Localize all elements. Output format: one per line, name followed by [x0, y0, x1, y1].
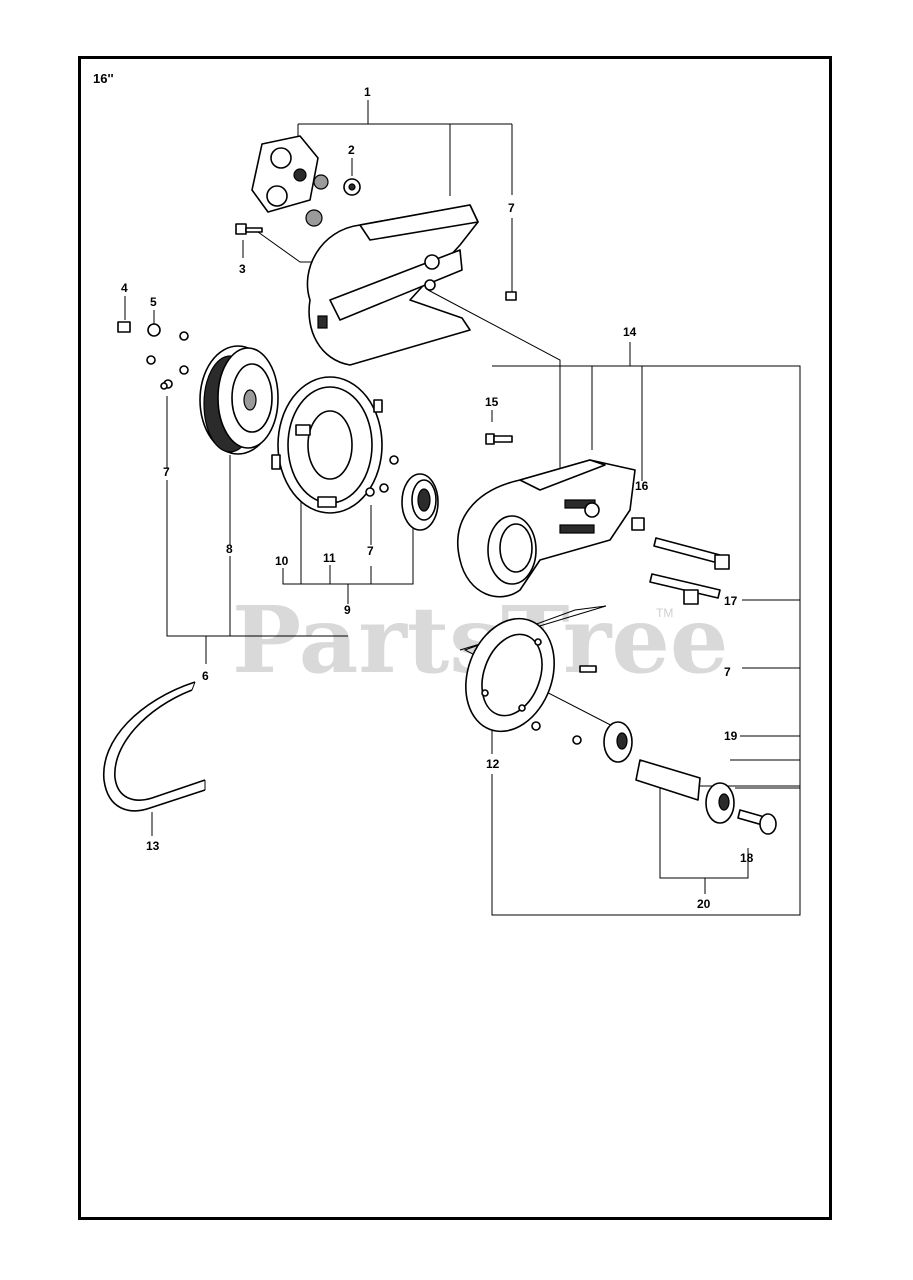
watermark-tm: TM: [656, 606, 673, 620]
tensioner-bolts: [649, 537, 730, 605]
bearing-screws: [365, 455, 399, 497]
callout-20: 20: [697, 897, 711, 911]
shaft-assembly: [603, 721, 777, 835]
diagram-frame: [78, 56, 832, 1220]
screw-3: [235, 223, 263, 235]
callout-11: 11: [323, 551, 336, 565]
callout-7-left: 7: [163, 465, 170, 479]
bearing-plate: [251, 135, 361, 227]
top-housing: [306, 204, 479, 366]
callout-15: 15: [485, 395, 499, 409]
screw-7-top: [505, 291, 517, 301]
cutter-arm: [457, 459, 636, 598]
callout-4: 4: [121, 281, 128, 295]
callout-2: 2: [348, 143, 355, 157]
callout-16: 16: [635, 479, 649, 493]
seal-ring: [465, 617, 555, 733]
bolt-15: [485, 433, 513, 445]
pulley: [199, 345, 279, 455]
callouts: 1 2 3 4 5 7 14 15 16 7 10 11 7 8 9 17 6 …: [121, 85, 754, 911]
leader-lines: [124, 100, 801, 916]
pulley-bolts: [117, 321, 189, 390]
callout-7-right: 7: [724, 665, 731, 679]
callout-13: 13: [146, 839, 160, 853]
callout-7-top: 7: [508, 201, 515, 215]
callout-7-mid: 7: [367, 544, 374, 558]
callout-9: 9: [344, 603, 351, 617]
callout-14: 14: [623, 325, 637, 339]
clutch-ring: [271, 376, 383, 514]
nut-16: [631, 517, 645, 531]
callout-3: 3: [239, 262, 246, 276]
drive-belt: [103, 681, 206, 812]
callout-18: 18: [740, 851, 754, 865]
callout-17: 17: [724, 594, 738, 608]
callout-6: 6: [202, 669, 209, 683]
callout-8: 8: [226, 542, 233, 556]
callout-10: 10: [275, 554, 289, 568]
callout-12: 12: [486, 757, 500, 771]
callout-19: 19: [724, 729, 738, 743]
callout-1: 1: [364, 85, 371, 99]
callout-5: 5: [150, 295, 157, 309]
size-label: 16'': [93, 71, 114, 86]
ring-screws: [531, 665, 597, 745]
bearing: [401, 473, 439, 531]
